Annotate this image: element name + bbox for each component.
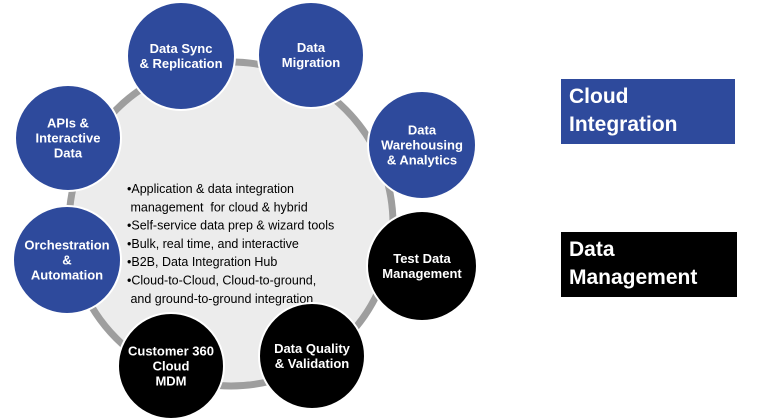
node-label-line: Warehousing [381, 138, 463, 153]
center-bullet-line: •Application & data integration [127, 182, 294, 196]
legend-label-line: Data [569, 238, 615, 261]
center-bullet-line: •Cloud-to-Cloud, Cloud-to-ground, [127, 274, 316, 288]
node-label-line: Migration [282, 55, 341, 70]
node-label-line: Data Quality [274, 341, 351, 356]
center-bullet-list: •Application & data integration manageme… [127, 182, 334, 306]
node-label-line: Management [382, 266, 462, 281]
node-label-line: Customer 360 [128, 344, 214, 359]
legend-label-line: Integration [569, 113, 678, 136]
node-label-line: Test Data [393, 251, 451, 266]
legend-label-line: Management [569, 266, 698, 289]
node-label-line: Data [408, 123, 437, 138]
center-bullet-line: management for cloud & hybrid [127, 200, 308, 214]
center-bullet-line: and ground-to-ground integration [127, 292, 313, 306]
node-data-quality-validation: Data Quality& Validation [258, 302, 366, 410]
node-label-line: MDM [155, 374, 186, 389]
node-orchestration-automation: Orchestration&Automation [12, 205, 122, 315]
center-bullet-line: •B2B, Data Integration Hub [127, 255, 277, 269]
node-label-line: & Validation [275, 356, 349, 371]
node-label-line: & [62, 253, 71, 268]
node-label-line: Data Sync [150, 41, 213, 56]
node-label-line: Data [54, 146, 83, 161]
node-circle [14, 84, 122, 192]
node-circle [12, 205, 122, 315]
node-circle [258, 302, 366, 410]
node-circle [366, 210, 478, 322]
node-circle [367, 90, 477, 200]
node-circle [257, 1, 365, 109]
center-bullet-line: •Self-service data prep & wizard tools [127, 219, 334, 233]
capability-nodes: Data Sync& ReplicationDataMigrationDataW… [12, 1, 478, 418]
node-label-line: & Replication [139, 56, 222, 71]
node-label-line: Orchestration [24, 238, 109, 253]
node-label-line: & Analytics [387, 153, 457, 168]
node-data-sync-replication: Data Sync& Replication [126, 1, 236, 111]
node-label-line: Cloud [153, 359, 190, 374]
node-label-line: Interactive [35, 131, 100, 146]
node-circle [126, 1, 236, 111]
center-bullet-line: •Bulk, real time, and interactive [127, 237, 299, 251]
node-label-line: Automation [31, 268, 103, 283]
node-circle [117, 312, 225, 418]
node-label-line: APIs & [47, 116, 89, 131]
legend-label-line: Cloud [569, 85, 629, 108]
node-label-line: Data [297, 40, 326, 55]
